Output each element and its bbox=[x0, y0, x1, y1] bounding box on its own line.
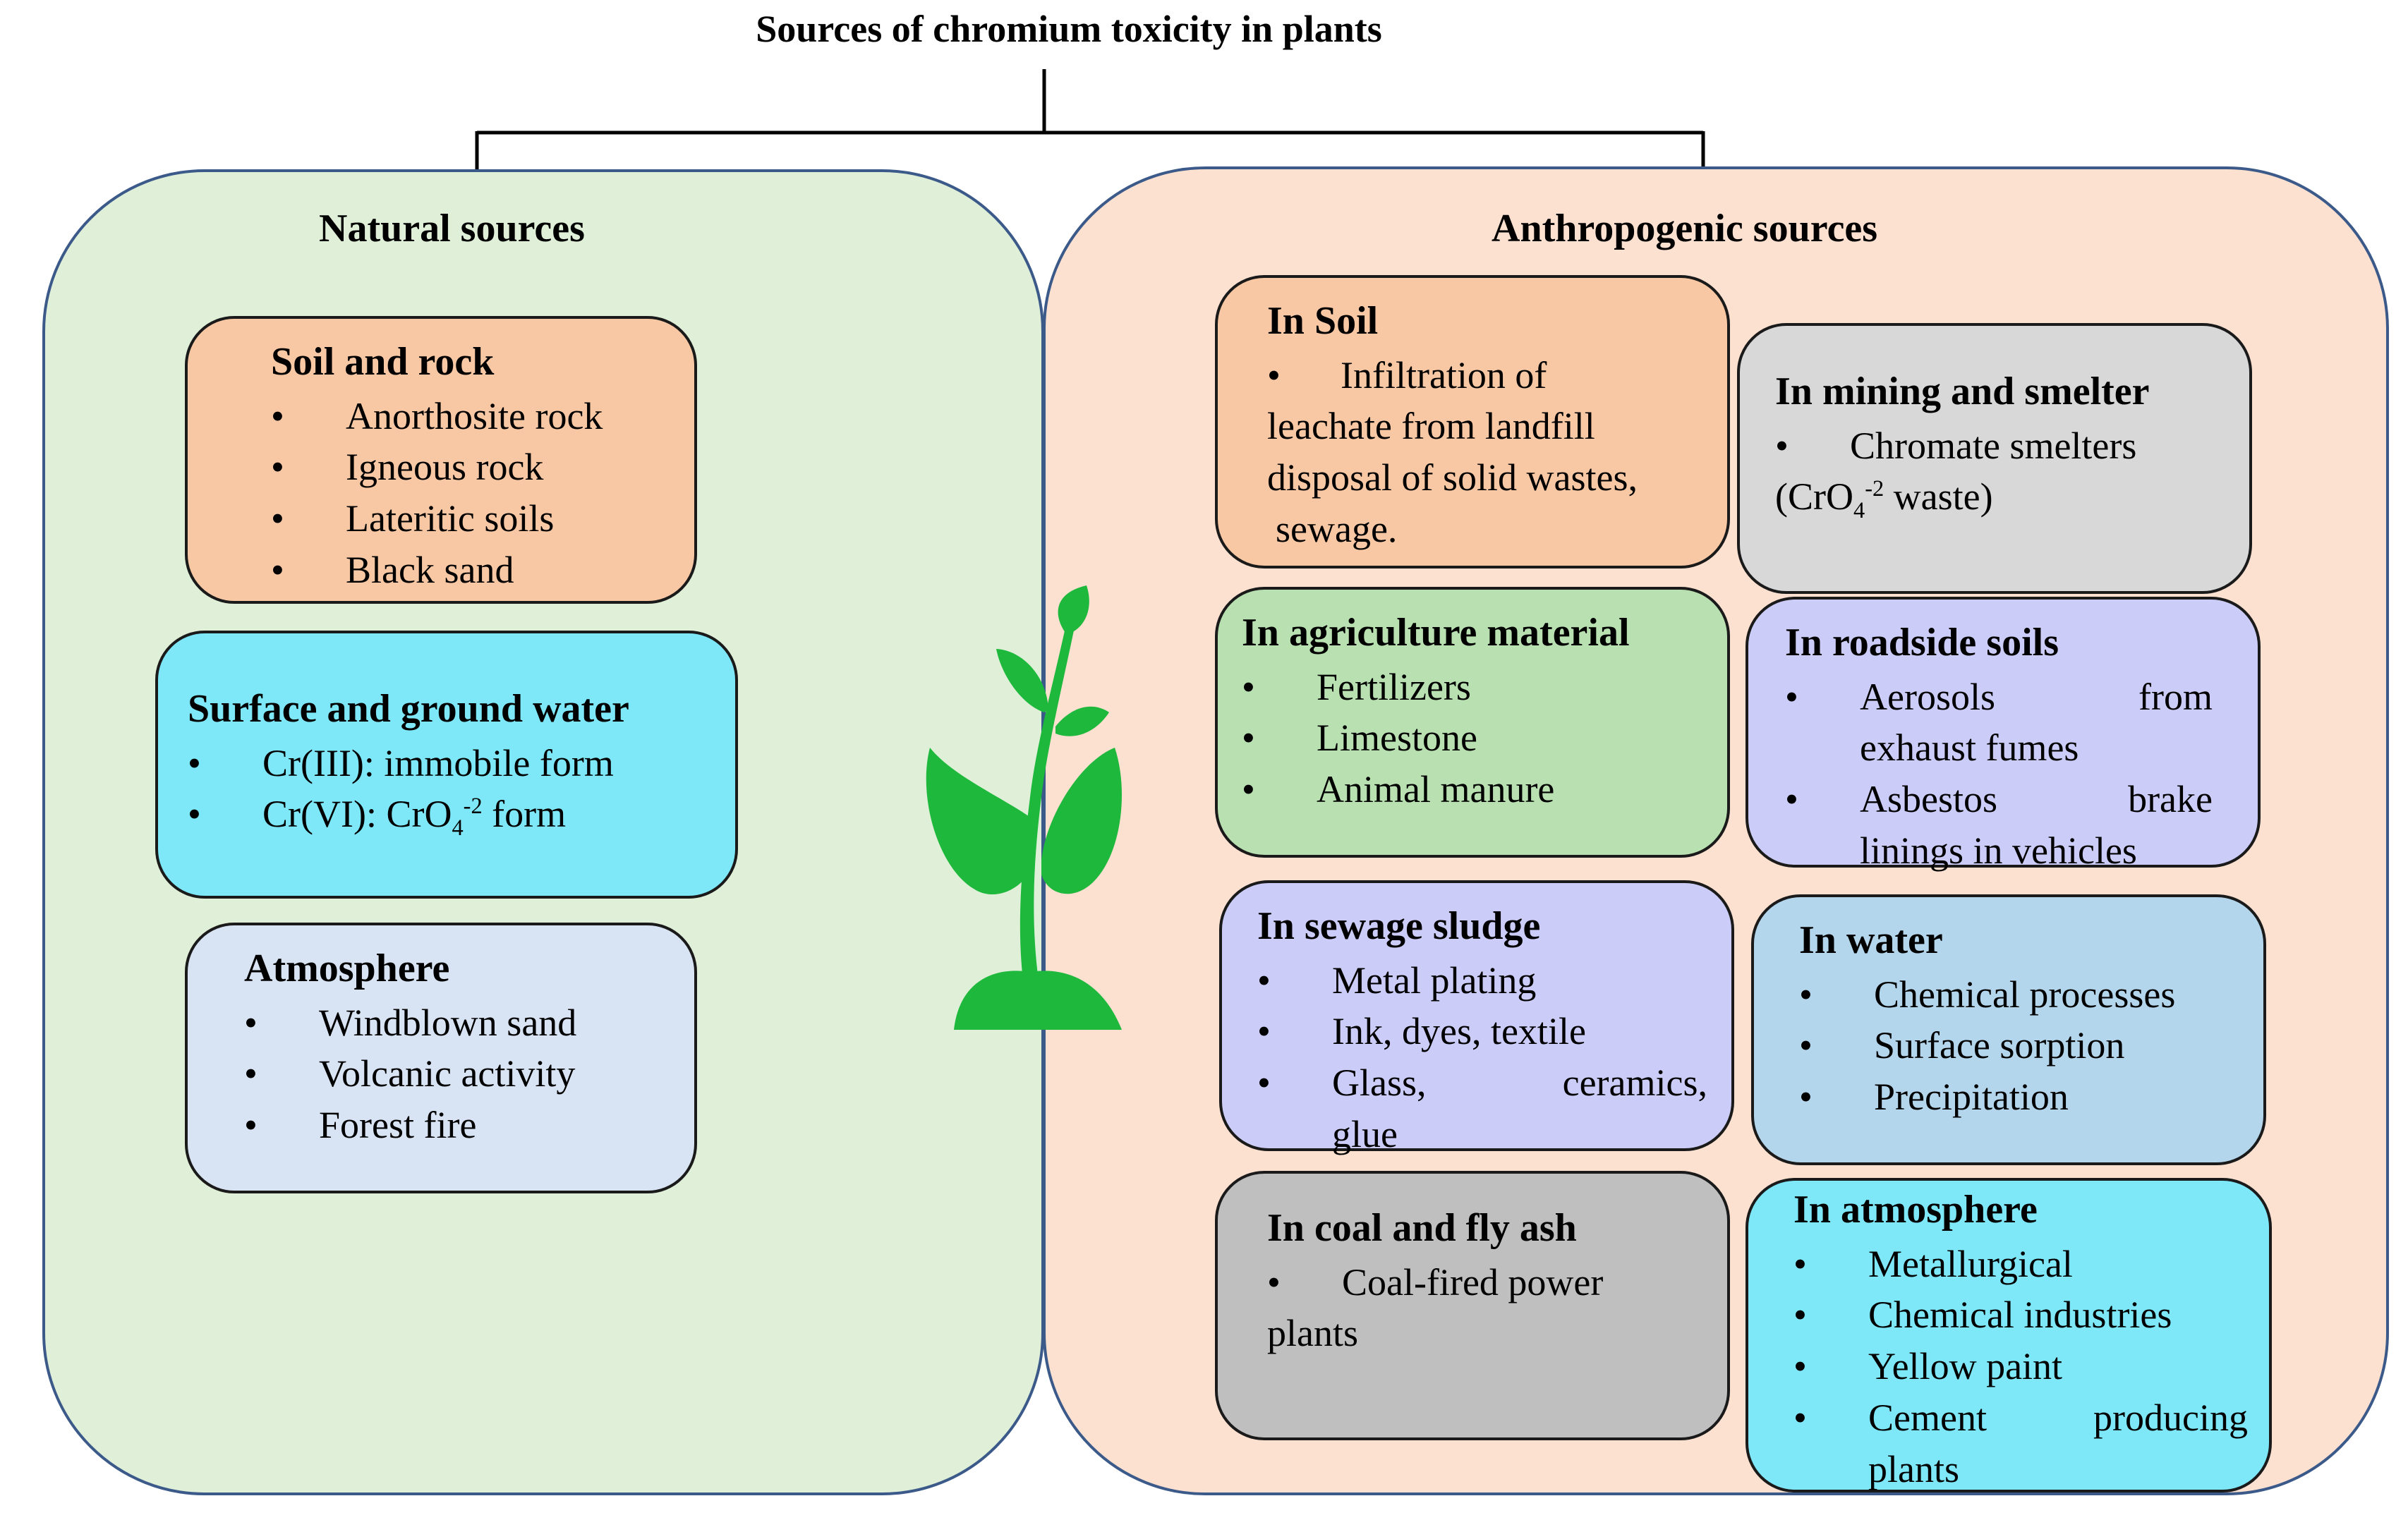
in-roadside-soils-box: In roadside soils Aerosols from exhaust … bbox=[1746, 597, 2261, 872]
in-soil-line: sewage. bbox=[1276, 508, 1398, 551]
list-item: Anorthosite rock bbox=[271, 391, 666, 442]
in-mining-heading: In mining and smelter bbox=[1775, 370, 2150, 413]
in-soil-box: In Soil •Infiltration of leachate from l… bbox=[1215, 275, 1730, 569]
list-item: Surface sorption bbox=[1799, 1020, 2235, 1071]
list-item-continued: exhaust fumes bbox=[1860, 726, 2079, 770]
in-atmosphere-heading: In atmosphere bbox=[1793, 1188, 2038, 1232]
anthropogenic-sources-heading: Anthropogenic sources bbox=[1492, 207, 1878, 250]
list-item: Yellow paint bbox=[1793, 1341, 2248, 1392]
list-item: Animal manure bbox=[1242, 764, 1699, 815]
list-item: Black sand bbox=[271, 545, 666, 596]
atmosphere-box: Atmosphere Windblown sand Volcanic activ… bbox=[185, 923, 697, 1193]
list-item: Ink, dyes, textile bbox=[1257, 1006, 1707, 1057]
list-item: Chemical processes bbox=[1799, 969, 2235, 1021]
atmosphere-heading: Atmosphere bbox=[244, 947, 450, 990]
list-item: Metal plating bbox=[1257, 955, 1707, 1007]
soil-and-rock-box: Soil and rock Anorthosite rock Igneous r… bbox=[185, 316, 697, 604]
in-soil-heading: In Soil bbox=[1267, 299, 1379, 343]
natural-sources-heading: Natural sources bbox=[319, 207, 585, 250]
diagram-title: Sources of chromium toxicity in plants bbox=[756, 8, 1382, 50]
in-coal-line: plants bbox=[1267, 1312, 1358, 1355]
list-item-continued: plants bbox=[1868, 1448, 1959, 1491]
list-item: Lateritic soils bbox=[271, 493, 666, 545]
anthropogenic-sources-panel: Anthropogenic sources In Soil •Infiltrat… bbox=[1043, 166, 2389, 1495]
list-item: Metallurgical bbox=[1793, 1239, 2248, 1290]
list-item: Asbestos brake bbox=[1785, 774, 2213, 825]
list-item: Cr(VI): CrO4-2 form bbox=[188, 789, 707, 840]
surface-ground-water-heading: Surface and ground water bbox=[188, 687, 629, 731]
list-item: Aerosols from bbox=[1785, 671, 2213, 723]
in-soil-line: •Infiltration of bbox=[1267, 353, 1547, 396]
in-coal-line: •Coal-fired power bbox=[1267, 1260, 1604, 1303]
in-mining-line: (CrO4-2 waste) bbox=[1775, 475, 1993, 524]
list-item-continued: linings in vehicles bbox=[1860, 829, 2137, 873]
list-item: Precipitation bbox=[1799, 1071, 2235, 1123]
natural-sources-panel: Natural sources Soil and rock Anorthosit… bbox=[42, 169, 1044, 1495]
list-item: Igneous rock bbox=[271, 442, 666, 493]
in-atmosphere-box: In atmosphere Metallurgical Chemical ind… bbox=[1746, 1178, 2272, 1492]
in-coal-fly-ash-box: In coal and fly ash •Coal-fired power pl… bbox=[1215, 1171, 1730, 1440]
list-item: Forest fire bbox=[244, 1100, 666, 1151]
list-item: Cr(III): immobile form bbox=[188, 738, 707, 789]
surface-ground-water-box: Surface and ground water Cr(III): immobi… bbox=[155, 631, 738, 899]
in-water-box: In water Chemical processes Surface sorp… bbox=[1751, 894, 2266, 1165]
in-mining-box: In mining and smelter •Chromate smelters… bbox=[1737, 323, 2252, 594]
list-item: Chemical industries bbox=[1793, 1289, 2248, 1341]
in-coal-heading: In coal and fly ash bbox=[1267, 1206, 1577, 1250]
list-item: Windblown sand bbox=[244, 997, 666, 1049]
list-item-continued: glue bbox=[1332, 1113, 1398, 1156]
list-item: Limestone bbox=[1242, 712, 1699, 764]
in-water-heading: In water bbox=[1799, 918, 1943, 962]
in-soil-line: leachate from landfill bbox=[1267, 405, 1595, 448]
in-agriculture-heading: In agriculture material bbox=[1242, 611, 1630, 655]
list-item: Volcanic activity bbox=[244, 1048, 666, 1100]
soil-and-rock-heading: Soil and rock bbox=[271, 340, 495, 384]
in-sewage-sludge-box: In sewage sludge Metal plating Ink, dyes… bbox=[1219, 880, 1734, 1155]
in-soil-line: disposal of solid wastes, bbox=[1267, 456, 1638, 499]
in-agriculture-box: In agriculture material Fertilizers Lime… bbox=[1215, 587, 1730, 858]
list-item: Fertilizers bbox=[1242, 662, 1699, 713]
list-item: Glass, ceramics, bbox=[1257, 1057, 1707, 1109]
plant-icon bbox=[926, 585, 1122, 1030]
list-item: Cement producing bbox=[1793, 1392, 2248, 1444]
in-roadside-heading: In roadside soils bbox=[1785, 621, 2059, 664]
in-mining-line: •Chromate smelters bbox=[1775, 424, 2137, 467]
in-sewage-heading: In sewage sludge bbox=[1257, 904, 1541, 948]
